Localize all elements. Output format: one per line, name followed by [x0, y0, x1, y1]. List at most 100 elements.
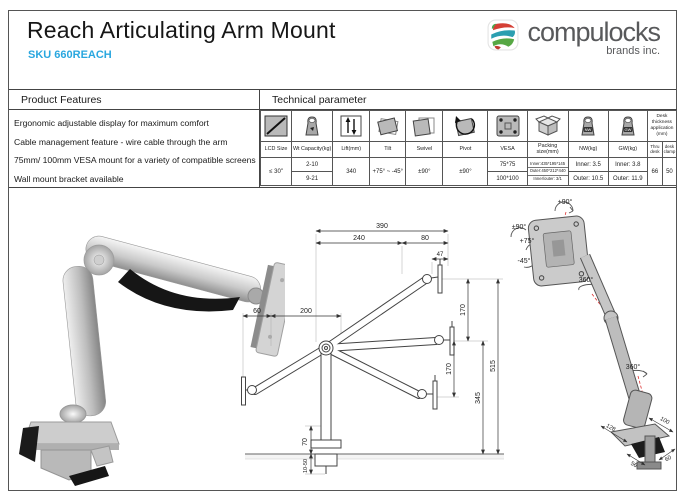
packing-box-icon: [534, 115, 561, 136]
extension-lines: [242, 234, 503, 475]
feature-item: 75mm/ 100mm VESA mount for a variety of …: [14, 155, 256, 165]
pivot-icon-cell: [442, 110, 489, 142]
product-features-heading: Product Features: [9, 90, 259, 110]
feature-item: Wall mount bracket available: [14, 173, 124, 184]
wt-label: Wt Capacity(kg): [291, 141, 334, 158]
angle-labels: +90° ±90° +75° -45° 360° 360°: [512, 198, 641, 371]
technical-parameter-panel: Technical parameter NW GW: [259, 90, 678, 187]
weight-capacity-icon: [305, 116, 319, 136]
label-row: LCD Size Wt Capacity(kg) Lift(mm) Tilt S…: [259, 141, 678, 158]
tilt-icon-cell: [369, 110, 407, 142]
desk-thickness-line1: Desk thickness: [651, 113, 672, 125]
compulocks-logo-icon: [487, 19, 519, 51]
svg-text:NW: NW: [585, 127, 592, 132]
arm-upper-link: [85, 235, 261, 312]
base-dimension-labels: 128 100 56 60: [605, 416, 673, 469]
desk-clamp-label: desk clamp: [661, 141, 678, 158]
vesa-label: VESA: [487, 141, 528, 158]
arm-lower-link: [62, 266, 106, 417]
desk-clamp-value: 50: [661, 157, 678, 186]
dim-200: 200: [300, 308, 312, 315]
dim-clamp-range: 10-50: [303, 459, 309, 473]
net-weight-icon: NW: [581, 116, 595, 136]
desk-surface: [245, 453, 504, 460]
brand-name: compulocks: [527, 17, 661, 47]
packing-inner: Inner:435*195*145: [528, 161, 568, 169]
swivel-value: ±90°: [405, 157, 444, 186]
desk-clamp-base: [19, 421, 120, 486]
vesa-plate-icon: [496, 115, 520, 137]
angle-360-elbow: 360°: [579, 276, 594, 284]
svg-text:GW: GW: [624, 127, 631, 132]
packing-ratio: Inner/outer: 3/1: [533, 175, 562, 181]
nw-icon-cell: NW: [567, 110, 609, 142]
swivel-icon-cell: [405, 110, 444, 142]
dim-60: 60: [253, 308, 261, 315]
pivot-icon: [455, 116, 476, 137]
dimension-lines: [242, 229, 500, 475]
vesa-value-1: 75*75: [487, 157, 528, 172]
pivot-value: ±90°: [442, 157, 489, 186]
dim-240: 240: [353, 235, 365, 242]
nw-value-2: Outer: 10.5: [567, 171, 609, 186]
dim-390: 390: [376, 223, 388, 230]
dimension-labels: 390 240 80 47 170 170 345 515 60 200 70 …: [253, 223, 497, 473]
vesa-icon-cell: [487, 110, 528, 142]
feature-item: Ergonomic adjustable display for maximum…: [14, 118, 209, 128]
tilt-icon: [376, 117, 399, 136]
swivel-label: Swivel: [405, 141, 444, 158]
angle-plus90: +90°: [558, 198, 573, 206]
cable-channel: [118, 269, 240, 312]
desk-thickness-header: Desk thickness application (mm): [646, 110, 678, 142]
monitor-heads: [241, 259, 455, 410]
dim-345: 345: [475, 392, 482, 404]
vesa-value-2: 100*100: [487, 171, 528, 186]
wt-icon-cell: [291, 110, 334, 142]
icon-row: NW GW Desk thickness application (mm): [259, 110, 678, 142]
gw-icon-cell: GW: [607, 110, 648, 142]
gw-label: GW(kg): [607, 141, 648, 158]
dim-70: 70: [302, 438, 309, 446]
value-row-1: ≤ 30" 2-10 340 +75° ~ -45° ±90° ±90° 75*…: [259, 157, 678, 186]
lift-icon-cell: [332, 110, 371, 142]
lcd-label: LCD Size: [259, 141, 293, 158]
dim-170-top: 170: [460, 304, 467, 316]
gw-value-1: Inner: 3.8: [607, 157, 648, 172]
arm-3d: [579, 253, 653, 429]
thru-desk-value: 66: [646, 157, 663, 186]
nw-label: NW(kg): [567, 141, 609, 158]
product-render-side-view: [19, 235, 285, 486]
value-row-2: 9-21 100*100 Outer: 10.5 Outer: 11.9: [261, 171, 677, 186]
gross-weight-icon: GW: [621, 116, 635, 136]
feature-item: Cable management feature - wire cable th…: [14, 136, 228, 147]
spec-section: Product Features Ergonomic adjustable di…: [9, 89, 678, 188]
brand-logo: compulocks brands inc.: [487, 17, 661, 58]
dim-128: 128: [605, 423, 616, 433]
technical-drawings: 390 240 80 47 170 170 345 515 60 200 70 …: [9, 186, 676, 489]
dim-60-base: 60: [664, 455, 673, 463]
thru-desk-label: Thru desk: [646, 141, 663, 158]
gw-value-2: Outer: 11.9: [607, 171, 648, 186]
brand-text: compulocks brands inc.: [527, 17, 661, 58]
lcd-size-icon: [264, 115, 288, 137]
swivel-icon: [413, 117, 435, 137]
feature-list: Ergonomic adjustable display for maximum…: [9, 114, 259, 188]
rotation-angles-drawing: +90° ±90° +75° -45° 360° 360° 128 100 56…: [510, 198, 676, 470]
technical-parameter-heading: Technical parameter: [260, 90, 677, 110]
page-frame: Reach Articulating Arm Mount SKU 660REAC…: [8, 10, 678, 491]
elbow-joint-center: [93, 254, 105, 266]
dim-56: 56: [629, 461, 638, 469]
dimension-drawing-side: 390 240 80 47 170 170 345 515 60 200 70 …: [241, 223, 504, 475]
base-dimension-lines: [600, 417, 676, 466]
base-pivot-and-post: [310, 340, 342, 474]
dim-515: 515: [490, 360, 497, 372]
page-title: Reach Articulating Arm Mount: [27, 17, 336, 43]
angle-pm90: ±90°: [512, 223, 527, 231]
lift-icon: [340, 115, 362, 137]
sku-label: SKU 660REACH: [28, 49, 112, 61]
tilt-value: +75° ~ -45°: [369, 157, 407, 186]
brand-tagline: brands inc.: [606, 45, 660, 57]
vesa-plate-3d: [527, 215, 590, 287]
packing-outer: Outer:450*212*440: [528, 168, 568, 176]
